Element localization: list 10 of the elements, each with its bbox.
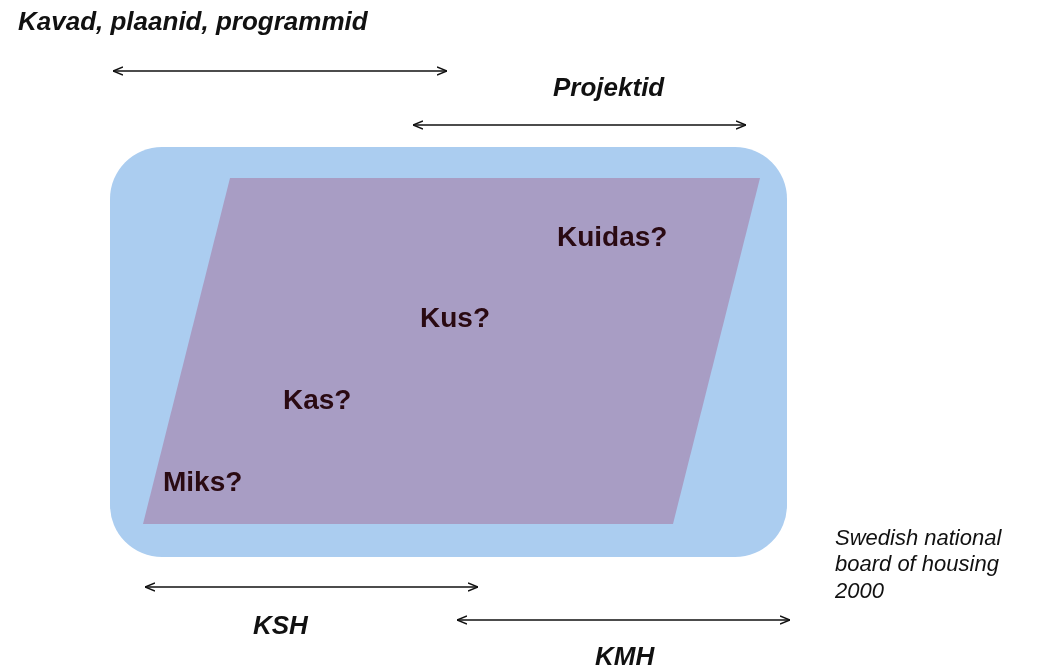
span-label: KMH: [595, 641, 655, 669]
question-text: Miks?: [163, 468, 243, 496]
question-text: Kas?: [283, 386, 352, 414]
span-label: KSH: [253, 610, 308, 642]
question-text: Kus?: [420, 304, 490, 332]
question-text: Kuidas?: [557, 223, 668, 251]
span-label: Projektid: [553, 72, 665, 104]
rounded-box: [110, 147, 787, 557]
span-label: Kavad, plaanid, programmid: [18, 6, 368, 38]
source-note: Swedish national board of housing 2000: [835, 525, 1003, 605]
